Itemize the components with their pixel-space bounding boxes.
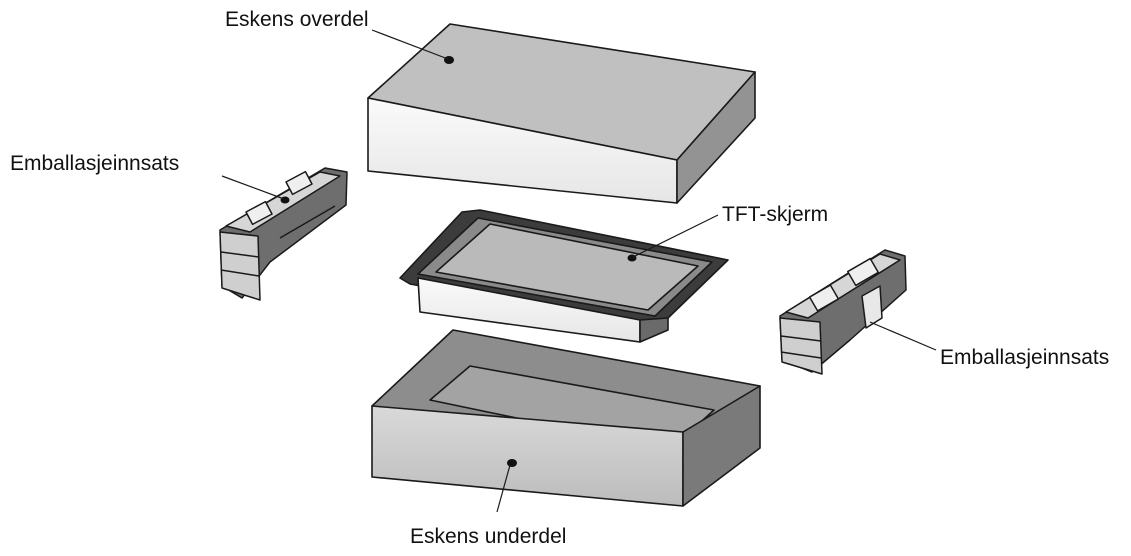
leader-insert-left — [221, 175, 285, 200]
box-lid — [367, 23, 756, 204]
insert-right-clip — [861, 285, 883, 329]
leader-box-bottom — [496, 464, 511, 513]
insert-right-end — [779, 317, 823, 375]
tft-screen — [399, 209, 729, 343]
leader-tft-screen — [632, 214, 719, 258]
label-insert-right: Emballasjeinnsats — [940, 346, 1110, 369]
label-tft-screen: TFT-skjerm — [722, 203, 829, 226]
leader-box-lid — [371, 29, 449, 60]
insert-right-slot-1 — [846, 257, 880, 287]
packaging-insert-left — [219, 167, 348, 301]
insert-left-slot-2 — [245, 200, 273, 226]
box-bottom-marker — [507, 459, 517, 467]
label-insert-left: Emballasjeinnsats — [10, 152, 180, 175]
leader-lines — [221, 29, 937, 513]
box-lid-side — [676, 71, 756, 204]
insert-left-slot-1 — [285, 170, 313, 196]
tft-screen-face — [435, 223, 699, 311]
label-box-bottom: Eskens underdel — [410, 525, 567, 548]
box-bottom — [371, 329, 761, 507]
box-lid-marker — [444, 56, 454, 64]
insert-right-slot-2 — [808, 284, 840, 312]
box-bottom-side — [682, 385, 761, 507]
packaging-insert-right — [779, 249, 907, 375]
insert-left-end — [219, 231, 261, 301]
label-box-lid: Eskens overdel — [225, 8, 369, 31]
leader-insert-right — [869, 321, 937, 351]
insert-left-marker — [280, 196, 290, 204]
tft-screen-side — [639, 317, 669, 343]
